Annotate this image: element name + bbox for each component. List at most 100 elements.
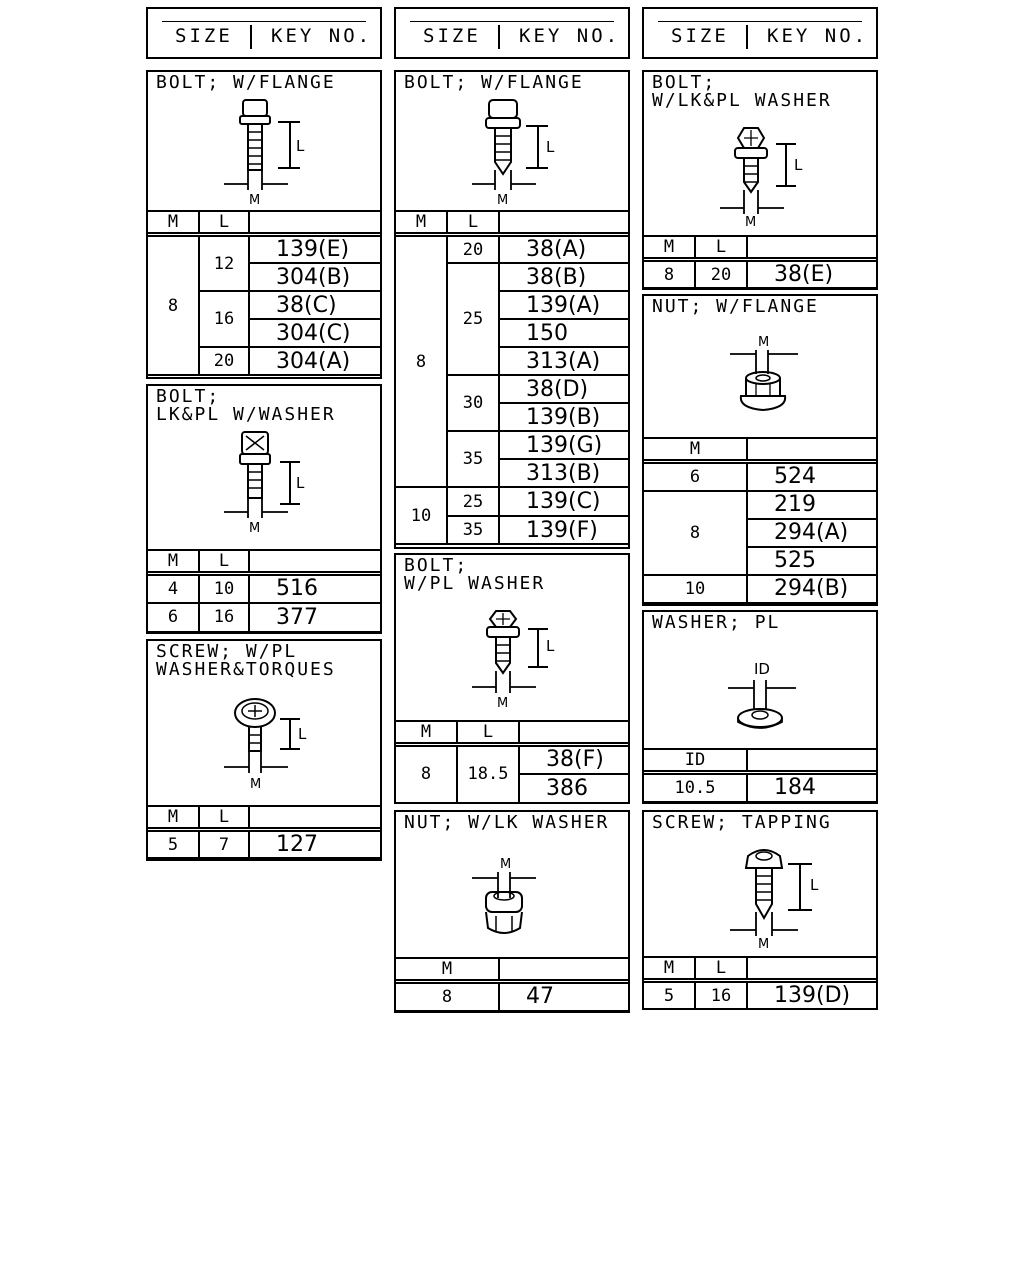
svg-text:M: M (249, 521, 260, 536)
svg-text:ID: ID (754, 660, 770, 678)
m-cell: 4 (146, 571, 200, 604)
header-col1: SIZE KEY NO. (146, 7, 382, 59)
key-cell: 304(B) (248, 262, 382, 292)
col-l-label: L (198, 210, 250, 236)
col-m-label: M (146, 549, 200, 575)
col-id-label: ID (642, 748, 748, 774)
lock-washer-nut-icon: M (472, 857, 536, 934)
key-cell: 304(C) (248, 318, 382, 348)
size-header: SIZE (671, 25, 729, 47)
key-cell: 304(A) (248, 346, 382, 376)
header-col2: SIZE KEY NO. (394, 7, 630, 59)
part-title: BOLT; LK&PL W/WASHER (156, 386, 336, 425)
key-cell: 38(F) (518, 742, 630, 775)
col-l-label: L (694, 235, 748, 261)
l-cell: 16 (694, 978, 748, 1010)
col-l-label: L (694, 956, 748, 982)
hex-washer-bolt-icon: L M (472, 610, 555, 711)
svg-text:M: M (497, 193, 508, 208)
part-title: WASHER; PL (652, 612, 781, 633)
size-header: SIZE (175, 25, 233, 47)
key-cell: 139(E) (248, 232, 382, 264)
m-cell: 8 (642, 489, 748, 576)
key-cell: 127 (248, 827, 382, 859)
key-cell: 47 (498, 979, 630, 1012)
key-cell: 38(C) (248, 290, 382, 320)
key-cell: 139(C) (498, 486, 630, 517)
col-m-label: M (642, 235, 696, 261)
svg-text:L: L (296, 137, 305, 155)
key-cell: 313(A) (498, 346, 630, 376)
col-l-label: L (198, 805, 250, 831)
part-title: SCREW; TAPPING (652, 812, 832, 833)
l-cell: 20 (198, 346, 250, 376)
torx-screw-icon: L M (224, 698, 307, 792)
l-cell: 10 (198, 571, 250, 604)
key-cell: 386 (518, 772, 630, 804)
key-cell: 38(D) (498, 374, 630, 404)
svg-text:M: M (250, 777, 261, 792)
key-cell: 150 (498, 318, 630, 348)
m-cell: 10 (642, 573, 748, 604)
svg-text:L: L (794, 156, 803, 174)
flange-nut-icon: M (730, 335, 798, 412)
plain-washer-icon: ID (728, 660, 796, 729)
tapping-screw-icon: L M (730, 849, 819, 952)
key-cell: 516 (248, 571, 382, 604)
l-cell: 25 (446, 262, 500, 376)
m-cell: 8 (146, 232, 200, 376)
part-title: BOLT; W/LK&PL WASHER (652, 72, 832, 111)
col-l-label: L (198, 549, 250, 575)
key-cell: 525 (746, 545, 878, 576)
key-cell: 184 (746, 770, 878, 803)
m-cell: 10 (394, 486, 448, 545)
col-m-label: M (146, 805, 200, 831)
part-title: BOLT; W/PL WASHER (404, 555, 546, 594)
key-no-header: KEY NO. (271, 25, 373, 47)
part-title: NUT; W/LK WASHER (404, 812, 610, 833)
key-no-header: KEY NO. (519, 25, 621, 47)
svg-text:M: M (745, 215, 756, 230)
col-m-label: M (146, 210, 200, 236)
m-cell: 5 (642, 978, 696, 1010)
l-cell: 35 (446, 430, 500, 488)
m-cell: 6 (642, 459, 748, 492)
key-cell: 139(G) (498, 430, 630, 460)
col-m-label: M (642, 956, 696, 982)
key-cell: 524 (746, 459, 878, 492)
svg-text:L: L (546, 138, 555, 156)
svg-text:M: M (497, 696, 508, 711)
part-title: SCREW; W/PL WASHER&TORQUES (156, 641, 336, 680)
l-cell: 35 (446, 515, 500, 545)
m-cell: 8 (642, 257, 696, 289)
part-title: BOLT; W/FLANGE (404, 72, 584, 93)
key-cell: 139(D) (746, 978, 878, 1010)
col-m-label: M (394, 720, 458, 746)
size-header: SIZE (423, 25, 481, 47)
lkpl-bolt-icon: L M (224, 431, 305, 536)
col-m-label: M (394, 957, 500, 983)
l-cell: 12 (198, 232, 250, 292)
l-cell: 7 (198, 827, 250, 859)
l-cell: 25 (446, 486, 500, 517)
col-m-label: M (642, 437, 748, 463)
part-title: NUT; W/FLANGE (652, 296, 819, 317)
